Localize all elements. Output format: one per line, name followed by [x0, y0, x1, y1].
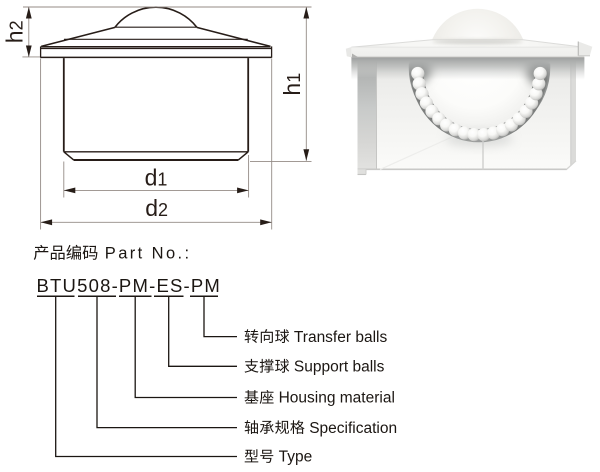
- svg-text:Type: Type: [279, 449, 313, 466]
- svg-text:d2: d2: [145, 195, 168, 221]
- svg-text:h1: h1: [279, 73, 305, 96]
- svg-text:h2: h2: [1, 20, 27, 43]
- svg-text:d1: d1: [145, 165, 168, 191]
- svg-text:Support balls: Support balls: [294, 359, 385, 376]
- svg-text:BTU508-PM-ES-PM: BTU508-PM-ES-PM: [37, 275, 222, 296]
- svg-text:Part No.:: Part No.:: [105, 244, 192, 262]
- svg-text:Specification: Specification: [309, 420, 397, 437]
- svg-text:Housing material: Housing material: [279, 390, 395, 407]
- svg-text:Transfer balls: Transfer balls: [294, 329, 388, 346]
